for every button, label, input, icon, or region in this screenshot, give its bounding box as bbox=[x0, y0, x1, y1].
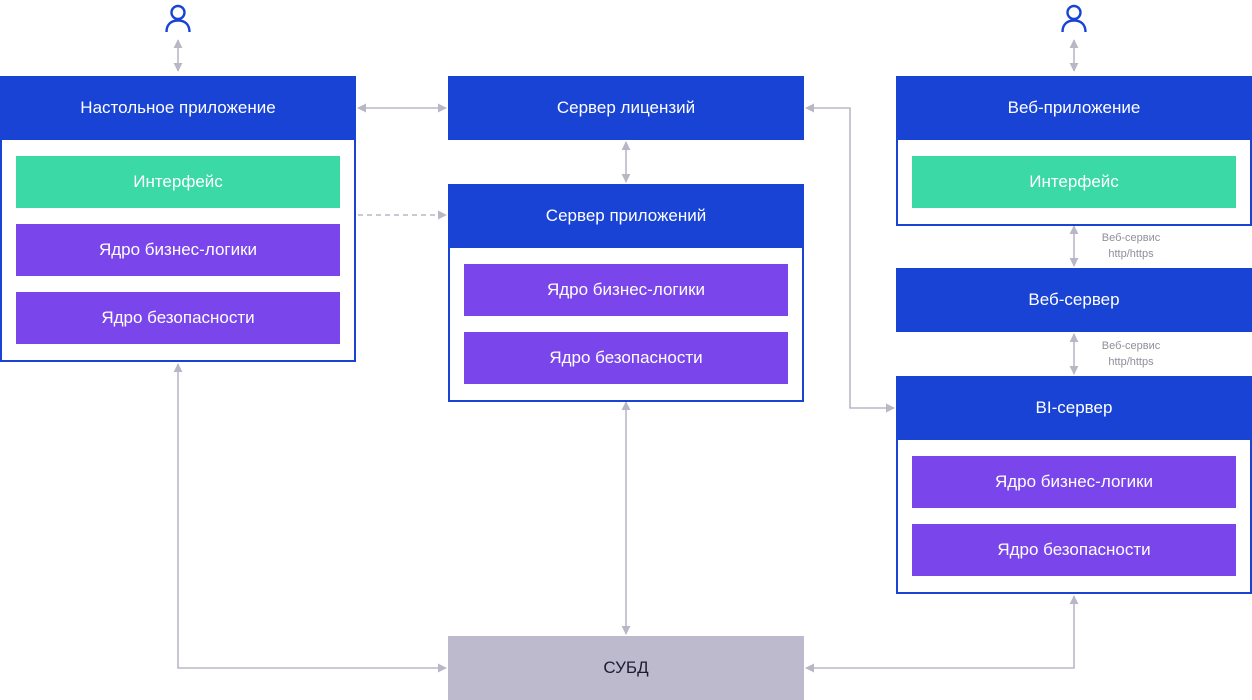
desktop-security-core-block: Ядро безопасности bbox=[16, 292, 340, 344]
desktop-interface-block: Интерфейс bbox=[16, 156, 340, 208]
webserver-bi-protocol-note: Веб-сервис http/https bbox=[1101, 340, 1161, 368]
link-bi-dbms bbox=[805, 595, 1079, 673]
app-server-security-core-block: Ядро безопасности bbox=[464, 332, 788, 384]
webapp-webserver-protocol-note: Веб-сервис http/https bbox=[1101, 232, 1161, 260]
link-license-bi bbox=[805, 103, 895, 413]
user-icon bbox=[1061, 4, 1087, 33]
web-server-block: Веб-сервер bbox=[896, 268, 1252, 332]
license-server-block: Сервер лицензий bbox=[448, 76, 804, 140]
bi-server-title: BI-сервер bbox=[896, 376, 1252, 440]
app-server-business-core-block: Ядро бизнес-логики bbox=[464, 264, 788, 316]
web-app-interface-block: Интерфейс bbox=[912, 156, 1236, 208]
web-app-title: Веб-приложение bbox=[896, 76, 1252, 140]
desktop-business-core-block: Ядро бизнес-логики bbox=[16, 224, 340, 276]
bi-server-security-core-block: Ядро безопасности bbox=[912, 524, 1236, 576]
app-server-title: Сервер приложений bbox=[448, 184, 804, 248]
link-desktop-dbms bbox=[173, 363, 447, 673]
bi-server-business-core-block: Ядро бизнес-логики bbox=[912, 456, 1236, 508]
desktop-app-title: Настольное приложение bbox=[0, 76, 356, 140]
user-icon bbox=[165, 4, 191, 33]
dbms-block: СУБД bbox=[448, 636, 804, 700]
